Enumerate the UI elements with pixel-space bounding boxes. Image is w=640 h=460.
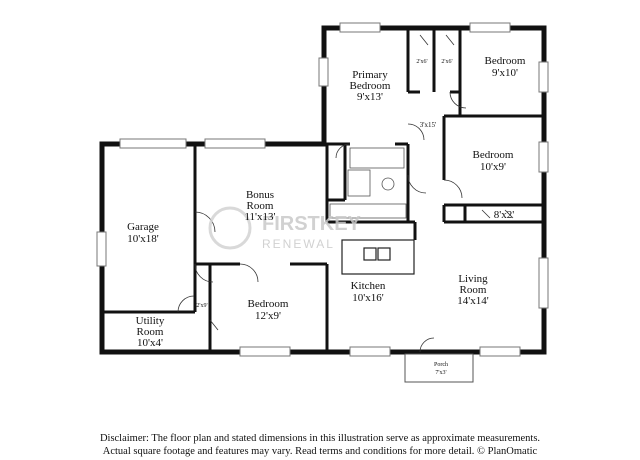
living-room-name-1: Living <box>458 273 488 285</box>
porch <box>404 353 474 383</box>
primary-bedroom-name-2: Bedroom <box>350 80 391 92</box>
porch-dims: 7'x3' <box>435 370 446 376</box>
bonus-room-dims: 11'x13' <box>244 211 275 223</box>
primary-bedroom-dims: 9'x13' <box>357 91 383 103</box>
disclaimer-line1: Disclaimer: The floor plan and stated di… <box>99 433 541 444</box>
watermark-line1: FIRSTKEY <box>262 213 362 235</box>
utility-room-dims: 10'x4' <box>137 337 163 349</box>
closet-b-dims: 2'x6' <box>441 59 452 65</box>
porch-name: Porch <box>434 362 448 368</box>
bedroom-ne-dims: 9'x10' <box>492 67 518 79</box>
kitchen-island <box>341 239 415 275</box>
bonus-room-name-1: Bonus <box>246 189 274 201</box>
windows <box>96 22 549 357</box>
utility-room-name-2: Room <box>137 326 164 338</box>
bedroom-e-name: Bedroom <box>473 149 514 161</box>
garage-name: Garage <box>127 221 159 233</box>
bonus-room-name-2: Room <box>247 200 274 212</box>
bedroom-e-dims: 10'x9' <box>480 161 506 173</box>
bedroom-s-name: Bedroom <box>248 298 289 310</box>
bedroom-s-dims: 12'x9' <box>255 310 281 322</box>
closet-d-dims: 2'x9' <box>196 303 207 309</box>
closet-a-dims: 2'x6' <box>416 59 427 65</box>
kitchen-name: Kitchen <box>351 280 386 292</box>
room-labels: Primary Bedroom 9'x13' Bedroom 9'x10' Be… <box>127 55 526 376</box>
garage-dims: 10'x18' <box>127 233 158 245</box>
living-room-name-2: Room <box>460 284 487 296</box>
watermark-line2: RENEWAL <box>262 237 335 251</box>
living-room-dims: 14'x14' <box>457 295 488 307</box>
kitchen-dims: 10'x16' <box>352 292 383 304</box>
doors <box>177 34 514 353</box>
watermark: FIRSTKEY RENEWAL <box>208 206 362 251</box>
bathroom-fixtures <box>329 147 407 219</box>
utility-room-name-1: Utility <box>136 315 165 327</box>
primary-bedroom-name-1: Primary <box>352 69 388 81</box>
hall-dims: 3'x15' <box>420 121 437 129</box>
closet-c-dims: 8'x2' <box>494 209 514 221</box>
interior-walls <box>102 28 544 352</box>
bedroom-ne-name: Bedroom <box>485 55 526 67</box>
disclaimer: Disclaimer: The floor plan and stated di… <box>0 432 640 458</box>
disclaimer-line2: Actual square footage and features may v… <box>102 446 538 457</box>
